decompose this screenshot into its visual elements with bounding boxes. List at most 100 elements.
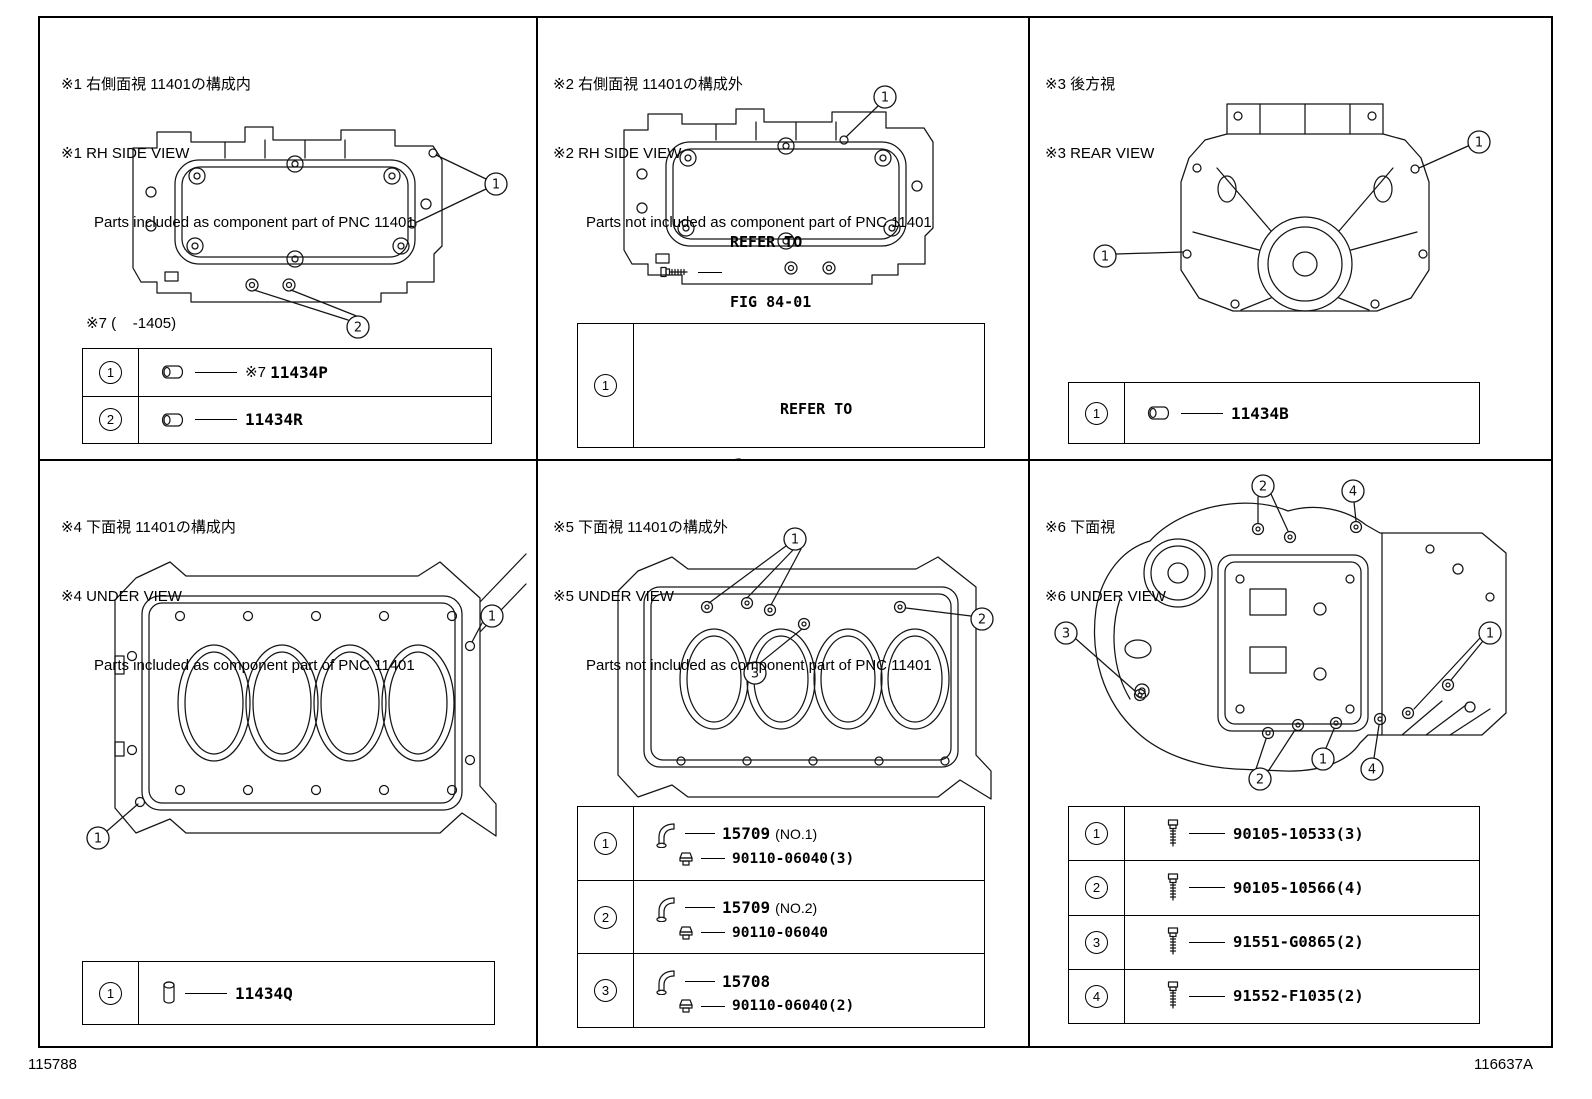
panel1-subtitle: Parts included as component part of PNC … (94, 214, 415, 231)
parts-table-row: 1 11434B (1069, 383, 1479, 443)
bolt-icon (1167, 981, 1179, 1009)
part-number-suffix: (NO.1) (775, 825, 818, 842)
part-description-cell: 90105-10566(4) (1125, 861, 1479, 914)
callout-4-top-label: 4 (1349, 485, 1357, 500)
part-number: 91551-G0865(2) (1233, 933, 1364, 952)
refer-text-block: REFER TO FIG 84-01 (PNC 89615) (780, 359, 906, 459)
part-description-cell: 11434Q (139, 962, 494, 1024)
leader-line (1189, 941, 1225, 943)
panel1-applicability-note: ※7 ( -1405) (86, 315, 177, 332)
panel1-title-en: ※1 RH SIDE VIEW (61, 145, 190, 162)
oil-nozzle-positions (700, 596, 907, 631)
callout-1-bottom: 1 (1311, 747, 1335, 771)
ref-number-badge: 3 (594, 979, 617, 1003)
callout-1-label: 1 (488, 610, 496, 625)
plug-icon (161, 413, 184, 427)
ref-number-cell: 1 (578, 807, 634, 880)
panel2-title-jp: ※2 右側面視 11401の構成外 (553, 76, 743, 93)
callout-2: 2 (970, 607, 994, 631)
part-description-cell: 15709 (NO.1) 90110-06040(3) (634, 807, 984, 880)
parts-table-row: 1 15709 (NO.1) (578, 807, 984, 880)
parts-diagram-sheet: ※1 右側面視 11401の構成内 ※1 RH SIDE VIEW Parts … (38, 16, 1553, 1048)
part-prefix: ※7 (245, 364, 271, 382)
refer-text-block: REFER TO FIG 84-01 (730, 192, 856, 352)
part-description-cell: 91551-G0865(2) (1125, 916, 1479, 969)
callout-1-right: 1 (1478, 621, 1502, 645)
part-number: 90105-10533(3) (1233, 824, 1364, 843)
nut-icon (679, 999, 693, 1013)
leader-line (1181, 412, 1223, 414)
part-description-cell: 90105-10533(3) (1125, 807, 1479, 860)
callout-3-label: 3 (1062, 627, 1070, 642)
fastener-part-number: 90110-06040 (732, 924, 829, 941)
leader-line (701, 1005, 725, 1007)
part-description-cell: 15708 90110-06040(2) (634, 954, 984, 1027)
deck-bolt-holes (676, 756, 950, 766)
panel6-parts-table: 1 90105-10533(3) (1068, 806, 1480, 1024)
ref-number-cell: 4 (1069, 969, 1125, 1023)
ref-number-badge: 2 (594, 905, 617, 929)
oil-nozzle-icon (656, 896, 675, 922)
sheet-number-right: 116637A (1474, 1056, 1533, 1073)
bolt-icon (1167, 873, 1179, 901)
leader-line (1189, 995, 1225, 997)
panel6-title-jp: ※6 下面視 (1045, 519, 1116, 536)
gasket-bolt-pads (677, 137, 901, 250)
leader-line (185, 992, 227, 994)
refer-group-2: REFER TO FIG 84-01 (PNC 89615) (718, 359, 906, 459)
panel2-parts-table: 1 (577, 233, 985, 459)
fastener-part-number: 90110-06040(3) (732, 850, 855, 867)
parts-table-row: 1 11434Q (83, 962, 494, 1024)
callout-1-bottom-label: 1 (94, 832, 102, 847)
part-description-cell: 11434B (1125, 383, 1479, 443)
ref-number-cell: 1 (1069, 383, 1125, 443)
leader-line (685, 833, 715, 835)
leader-line (685, 980, 715, 982)
part-number: 11434R (245, 410, 303, 430)
oil-nozzle-icon (656, 823, 675, 848)
leader-line (685, 907, 715, 908)
cylinder-bores (177, 644, 455, 762)
nut-icon (679, 852, 693, 866)
part-description-cell: 11434R (139, 397, 491, 444)
leader-line (1189, 887, 1225, 889)
ref-number-badge: 1 (1085, 401, 1108, 425)
panel1-header: ※1 右側面視 11401の構成内 ※1 RH SIDE VIEW Parts … (61, 27, 415, 280)
callout-2-top: 2 (1251, 474, 1275, 498)
refer-text-line: FIG 84-01 (730, 293, 812, 311)
part-line: 15708 (652, 967, 775, 996)
panel5-title-en: ※5 UNDER VIEW (553, 588, 674, 605)
panel-4-under-view-included: ※4 下面視 11401の構成内 ※4 UNDER VIEW Parts inc… (40, 461, 538, 1046)
callout-2-bottom: 2 (1248, 767, 1272, 791)
engine-block-rh-side-drawing-2: 1 (623, 85, 934, 285)
parts-table-row: 3 91551-G0865(2) (1069, 914, 1479, 969)
callout-1-label: 1 (1475, 136, 1483, 151)
panel4-title-en: ※4 UNDER VIEW (61, 588, 182, 605)
part-description-cell: REFER TO FIG 84-01 REFER (634, 233, 984, 459)
engine-block-under-view-drawing-1: 1 1 (86, 553, 527, 850)
leader-line (698, 271, 722, 273)
panel4-subtitle: Parts included as component part of PNC … (94, 657, 415, 674)
bolt-icon (1167, 819, 1179, 847)
callout-2-label: 2 (978, 613, 986, 628)
ref-number-badge: 4 (1085, 984, 1108, 1008)
gasket-bolt-pads (186, 155, 410, 268)
ref-number-badge: 3 (1085, 930, 1108, 954)
flange-bolt-holes (1182, 111, 1428, 309)
bottom-plug-holes (245, 278, 296, 292)
panel3-parts-table: 1 11434B (1068, 382, 1480, 444)
part-number: 15709 (722, 824, 771, 844)
leader-line (195, 371, 237, 373)
panel2-title-en: ※2 RH SIDE VIEW (553, 145, 682, 162)
panel5-title-jp: ※5 下面視 11401の構成外 (553, 519, 728, 536)
parts-table-row: 1 (578, 233, 984, 459)
ref-number-cell: 1 (578, 324, 634, 447)
part-description-cell: 15709 (NO.2) 90110-06040 (634, 881, 984, 954)
ref-number-badge: 2 (1085, 876, 1108, 900)
parts-table-row: 1 90105-10533(3) (1069, 807, 1479, 861)
part-number: 11434B (1231, 403, 1289, 423)
ref-number-badge: 1 (594, 831, 617, 855)
callout-2-bottom-label: 2 (1256, 773, 1264, 788)
part-number: 15709 (722, 898, 771, 917)
callout-1-left-label: 1 (1101, 250, 1109, 265)
